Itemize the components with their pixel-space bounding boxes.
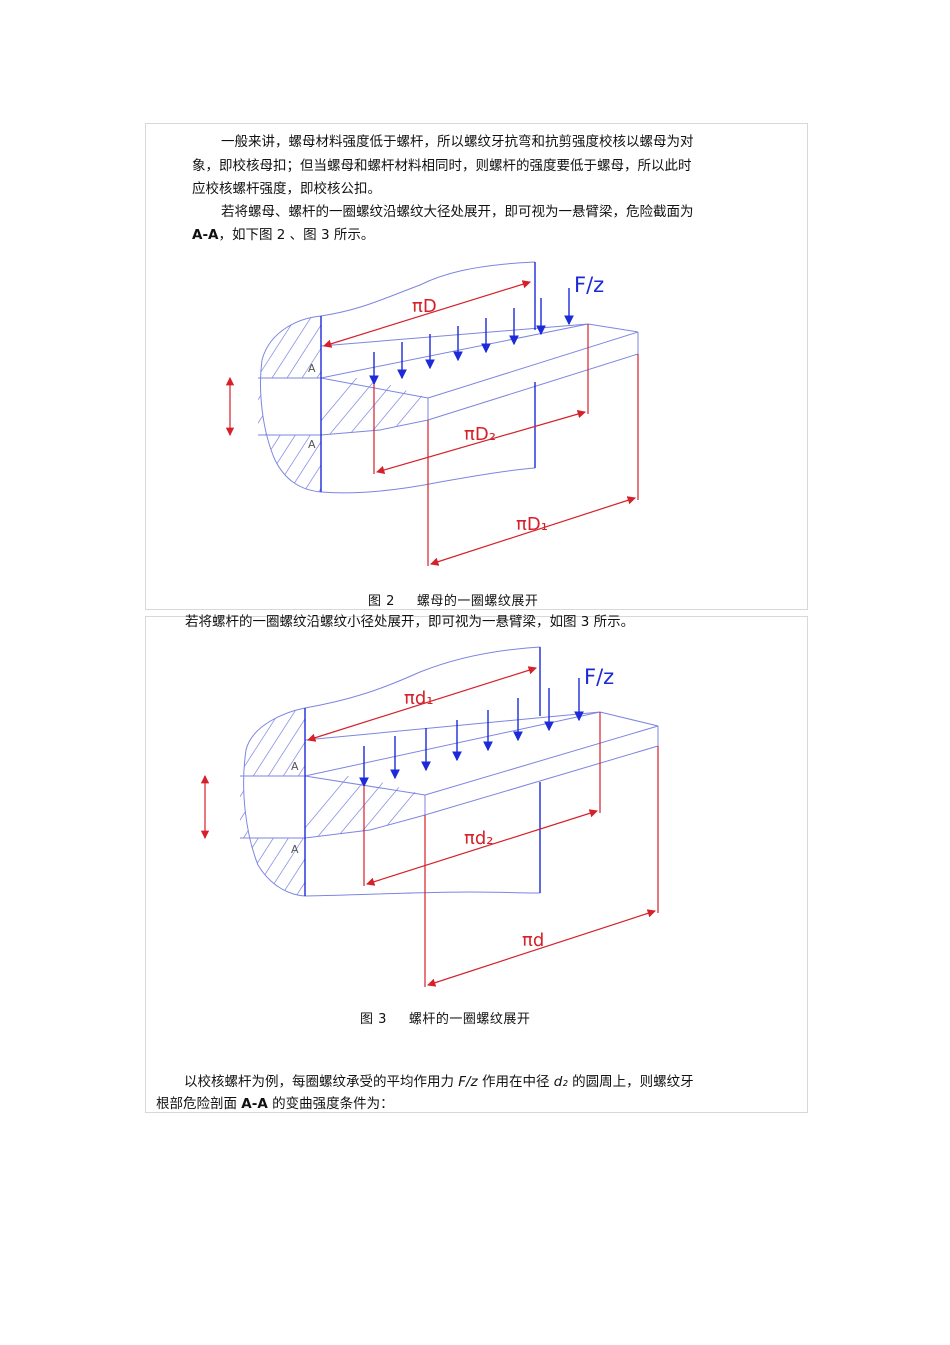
fig3-label-pi-d1: πd₁ xyxy=(404,688,433,709)
intro-line-5-rest: ，如下图 2 、图 3 所示。 xyxy=(218,227,375,243)
conclusion-line-1-b: 作用在中径 xyxy=(477,1074,554,1090)
intro-line-2: 象，即校核母扣；但当螺母和螺杆材料相同时，则螺杆的强度要低于螺母，所以此时 xyxy=(192,158,692,174)
section-label: A-A xyxy=(192,227,219,243)
figure2-caption-number: 图 2 xyxy=(368,594,395,609)
conclusion-line-1: 以校核螺杆为例，每圈螺纹承受的平均作用力 F/z 作用在中径 d₂ 的圆周上，则… xyxy=(184,1071,694,1093)
figure3-caption-number: 图 3 xyxy=(360,1012,387,1027)
figure2-caption-text: 螺母的一圈螺纹展开 xyxy=(416,594,539,609)
figure2-caption: 图 2 螺母的一圈螺纹展开 xyxy=(368,590,538,609)
fig3-section-a-bottom: A xyxy=(291,843,299,856)
fig3-force-label: F/z xyxy=(584,665,614,689)
fig2-label-pi-D1: πD₁ xyxy=(516,514,548,535)
fig3-section-a-top: A xyxy=(291,760,299,773)
fig2-label-pi-D: πD xyxy=(412,296,437,317)
fig3-label-pi-d: πd xyxy=(522,930,544,951)
fig2-section-a-top: A xyxy=(308,362,316,375)
fig2-force-label: F/z xyxy=(574,273,604,297)
conclusion-line-2-a: 根部危险剖面 xyxy=(156,1096,242,1112)
conclusion-line-2-b: 的变曲强度条件为： xyxy=(267,1096,394,1112)
fig3-label-pi-d2: πd₂ xyxy=(464,828,493,849)
conclusion-line-1-c: 的圆周上，则螺纹牙 xyxy=(567,1074,694,1090)
intro-line-3: 应校核螺杆强度，即校核公扣。 xyxy=(192,181,381,197)
fig2-label-pi-D2: πD₂ xyxy=(464,424,496,445)
intro-line-1: 一般来讲，螺母材料强度低于螺杆，所以螺纹牙抗弯和抗剪强度校核以螺母为对 xyxy=(221,134,694,150)
fig2-section-a-bottom: A xyxy=(308,438,316,451)
force-variable: F/z xyxy=(458,1074,478,1090)
conclusion-line-2: 根部危险剖面 A-A 的变曲强度条件为： xyxy=(156,1093,394,1115)
conclusion-line-1-a: 以校核螺杆为例，每圈螺纹承受的平均作用力 xyxy=(184,1074,459,1090)
section-label-2: A-A xyxy=(241,1096,268,1112)
diameter-variable: d₂ xyxy=(553,1074,568,1090)
intro-line-4: 若将螺母、螺杆的一圈螺纹沿螺纹大径处展开，即可视为一悬臂梁，危险截面为 xyxy=(221,204,694,220)
figure3-caption: 图 3 螺杆的一圈螺纹展开 xyxy=(360,1008,530,1027)
figure3-caption-text: 螺杆的一圈螺纹展开 xyxy=(408,1012,531,1027)
mid-text: 若将螺杆的一圈螺纹沿螺纹小径处展开，即可视为一悬臂梁，如图 3 所示。 xyxy=(185,614,635,630)
intro-line-5: A-A，如下图 2 、图 3 所示。 xyxy=(192,224,374,246)
